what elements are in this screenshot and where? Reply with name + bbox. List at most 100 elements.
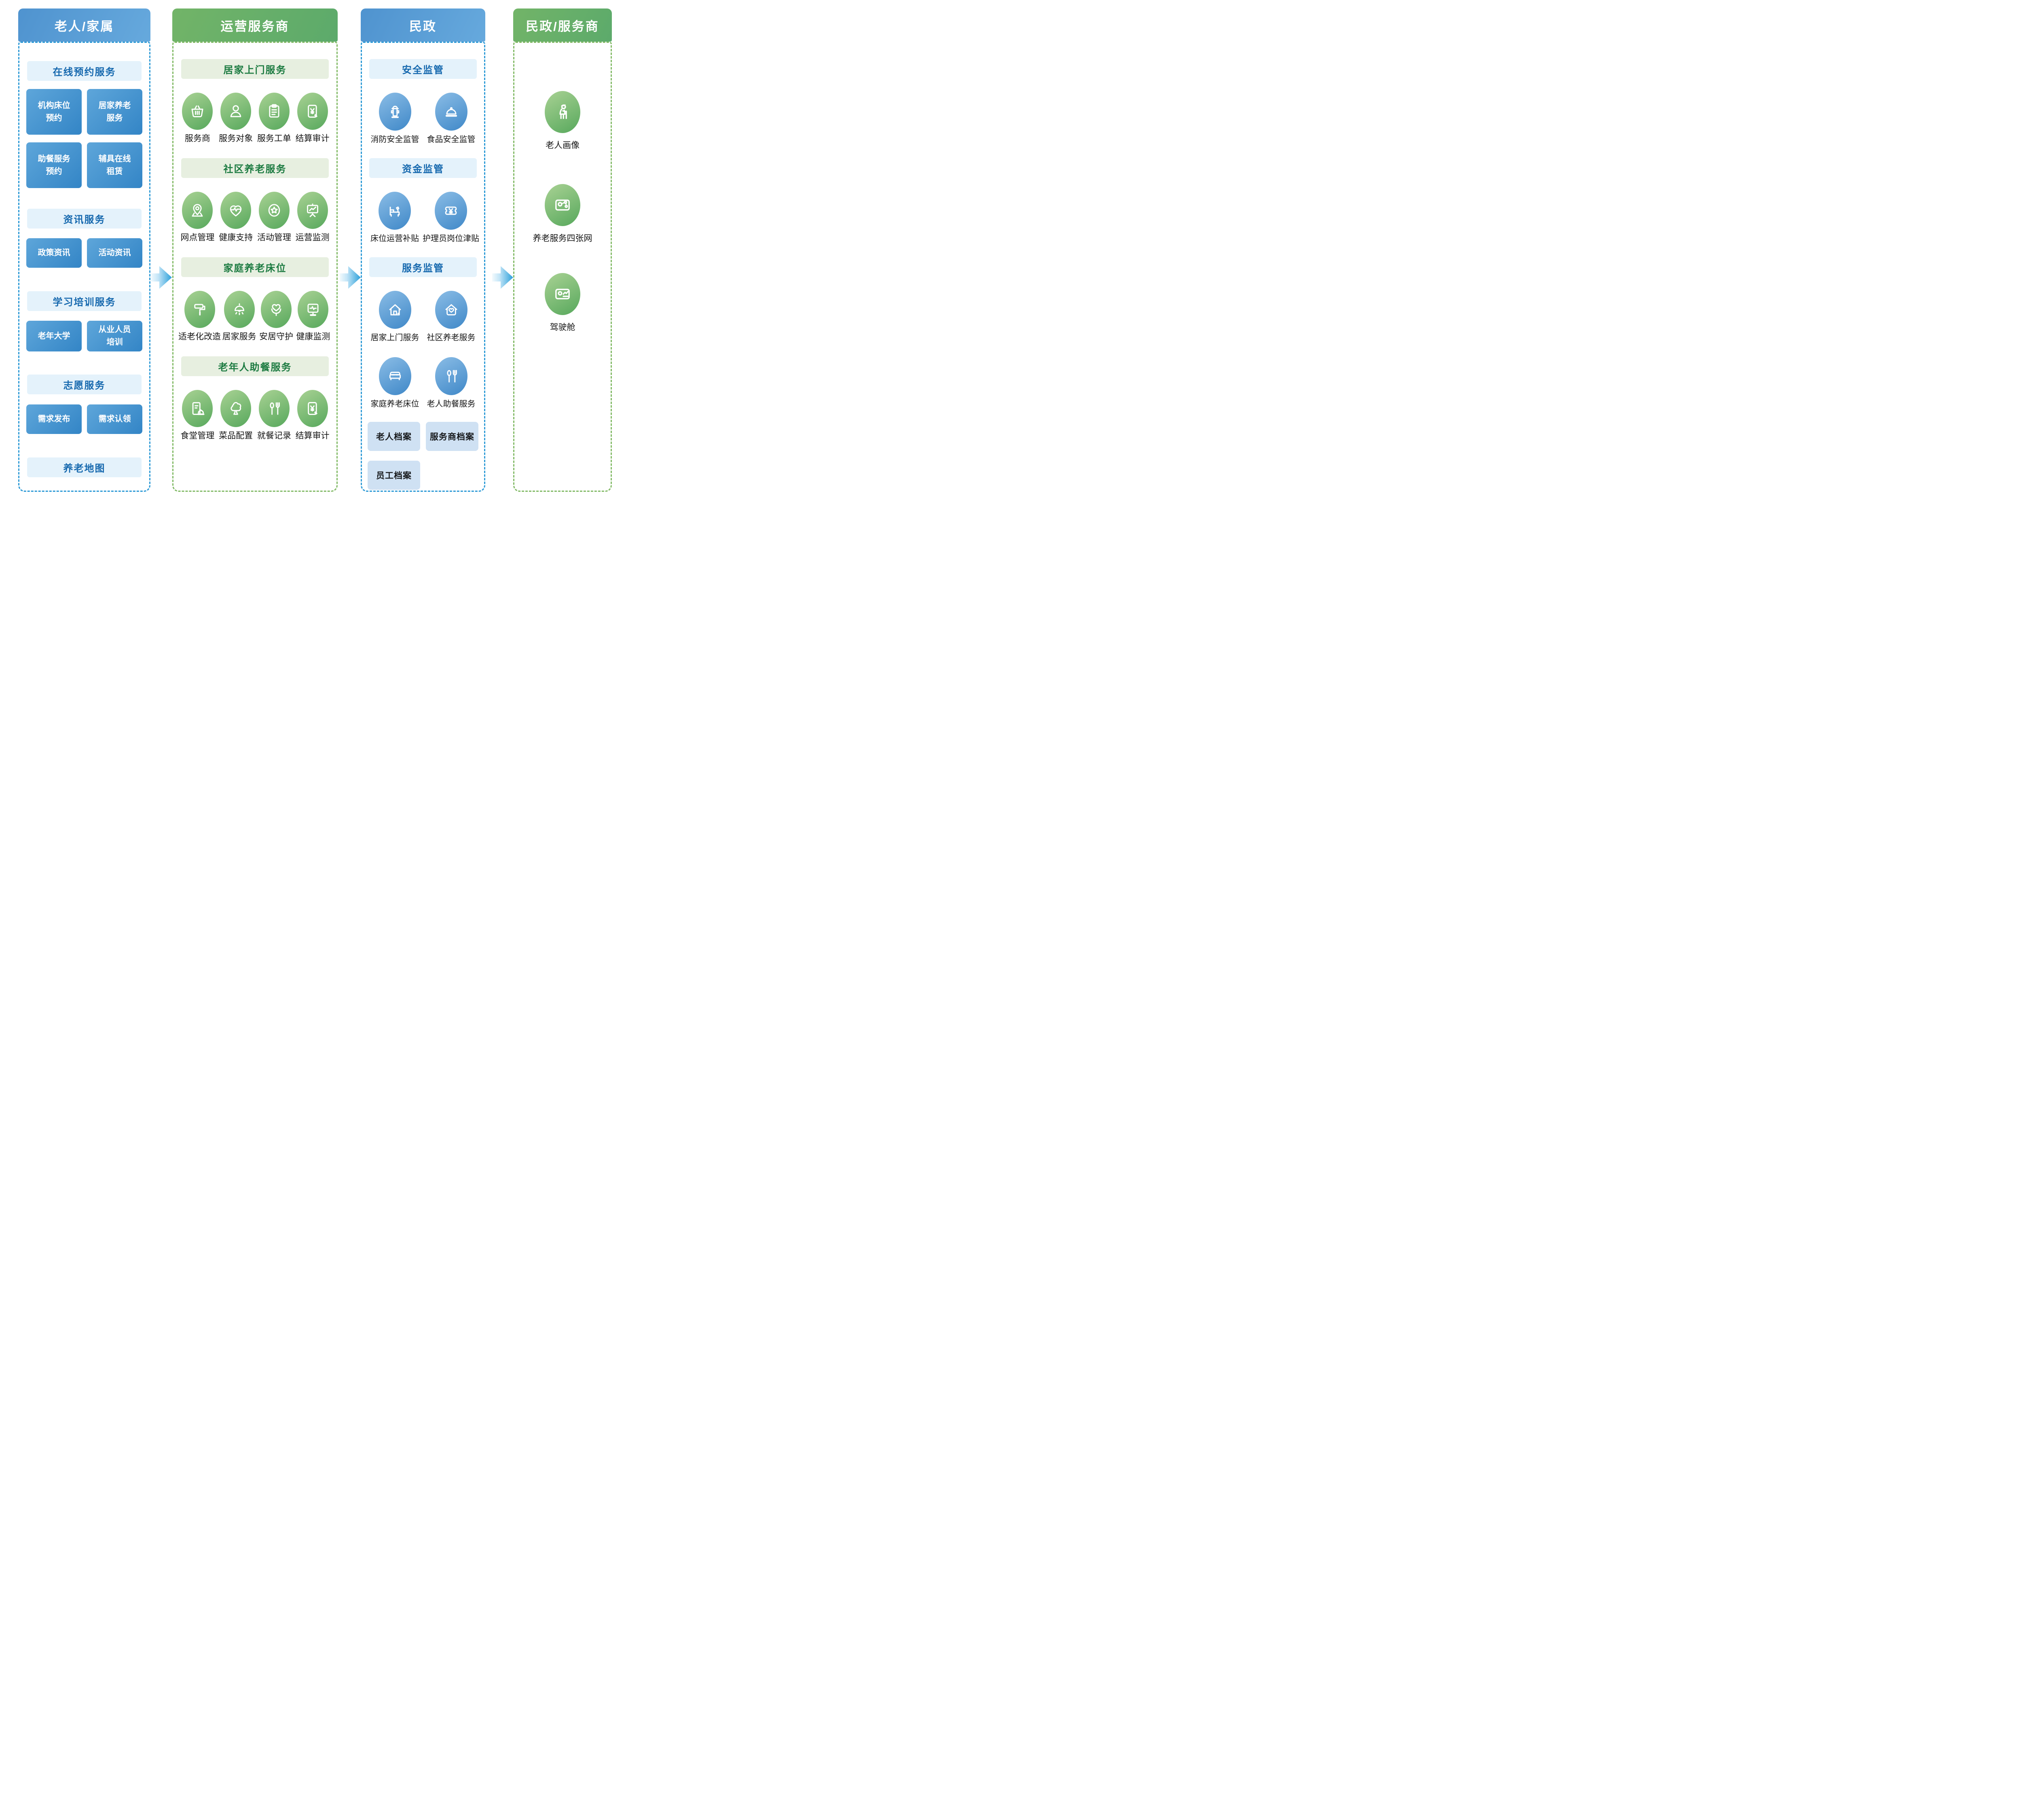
feature-item: 床位运营补贴	[367, 192, 423, 243]
feature-label: 食品安全监管	[427, 135, 476, 144]
column-civil-affairs: 民政 安全监管 消防安全监管 食品安全监管 资金监管 床位运营补贴	[361, 8, 485, 492]
feature-label: 老人画像	[546, 141, 580, 150]
icon-row: 食堂管理 菜品配置 就餐记录 结算审计	[178, 390, 332, 441]
column-panel: 在线预约服务 机构床位 预约 居家养老 服务 助餐服务 预约 辅具在线 租赁 资…	[18, 42, 150, 492]
service-box-grid: 需求发布 需求认领	[26, 404, 142, 434]
feature-item: 消防安全监管	[367, 93, 423, 144]
fire-hydrant-icon	[379, 93, 411, 131]
menu-cloche-icon	[182, 390, 213, 427]
service-box: 需求认领	[87, 404, 142, 434]
yen-audit-icon	[297, 93, 328, 130]
vegetable-icon	[220, 390, 252, 427]
archive-box: 老人档案	[368, 422, 420, 451]
feature-label: 适老化改造	[178, 332, 221, 341]
feature-label: 健康支持	[219, 233, 253, 242]
section-banner: 资金监管	[369, 158, 477, 178]
feature-item: 居家服务	[221, 291, 258, 342]
service-box-grid: 机构床位 预约 居家养老 服务 助餐服务 预约 辅具在线 租赁	[26, 89, 142, 188]
basket-icon	[182, 93, 213, 130]
service-box-grid: 政策资讯 活动资讯	[26, 238, 142, 268]
column-panel: 居家上门服务 服务商 服务对象 服务工单 结算审计	[172, 42, 338, 492]
column-civil-affairs-providers: 民政/服务商 老人画像 养老服务四张网 驾驶舱	[513, 8, 612, 492]
feature-item: 食品安全监管	[423, 93, 479, 144]
icon-row: 适老化改造 居家服务 安居守护 健康监测	[178, 291, 332, 342]
feature-label: 养老服务四张网	[533, 234, 592, 243]
feature-label: 网点管理	[180, 233, 215, 242]
feature-label: 服务商	[184, 134, 210, 143]
heart-hands-icon	[260, 291, 292, 328]
feature-label: 运营监测	[295, 233, 330, 242]
feature-item: 家庭养老床位	[367, 357, 423, 409]
feature-item: 健康支持	[217, 192, 255, 243]
column-header: 民政/服务商	[513, 8, 612, 42]
flow-arrow-right-icon	[492, 266, 513, 289]
column-panel: 安全监管 消防安全监管 食品安全监管 资金监管 床位运营补贴	[361, 42, 485, 492]
ceiling-lamp-icon	[224, 291, 255, 328]
feature-item: 健康监测	[295, 291, 332, 342]
feature-label: 驾驶舱	[550, 323, 575, 332]
service-box: 辅具在线 租赁	[87, 142, 142, 188]
elderly-person-icon	[545, 91, 580, 133]
column-title: 民政	[409, 19, 437, 34]
feature-item: 活动管理	[255, 192, 294, 243]
service-box-grid: 老年大学 从业人员 培训	[26, 321, 142, 351]
archive-box: 员工档案	[368, 461, 420, 490]
feature-label: 床位运营补贴	[370, 234, 419, 243]
section-banner: 老年人助餐服务	[181, 356, 329, 376]
column-header: 民政	[361, 8, 485, 42]
archive-box: 服务商档案	[426, 422, 478, 451]
paint-roller-icon	[184, 291, 215, 328]
icon-row: 消防安全监管 食品安全监管	[367, 93, 479, 144]
feature-item: 食堂管理	[178, 390, 217, 441]
feature-label: 结算审计	[295, 431, 330, 440]
section-banner: 在线预约服务	[27, 61, 142, 81]
house-heart-icon	[435, 291, 467, 329]
feature-item: 养老服务四张网	[533, 184, 592, 244]
feature-label: 菜品配置	[219, 431, 253, 440]
feature-label: 居家服务	[222, 332, 256, 341]
feature-item: 服务工单	[255, 93, 294, 144]
flow-arrow-right-icon	[151, 266, 172, 289]
section-banner: 社区养老服务	[181, 158, 329, 178]
icon-row: 居家上门服务 社区养老服务	[367, 291, 479, 343]
map-network-icon	[545, 184, 580, 226]
feature-label: 老人助餐服务	[427, 400, 476, 408]
dashboard-icon	[545, 273, 580, 315]
yen-audit-icon	[297, 390, 328, 427]
column-panel: 老人画像 养老服务四张网 驾驶舱	[513, 42, 612, 492]
feature-label: 护理员岗位津贴	[423, 234, 479, 243]
column-header: 老人/家属	[18, 8, 150, 42]
column-title: 运营服务商	[220, 19, 290, 34]
cutlery-icon	[258, 390, 290, 427]
feature-label: 健康监测	[296, 332, 330, 341]
feature-item: 适老化改造	[178, 291, 221, 342]
flow-arrow-right-icon	[340, 266, 361, 289]
service-box: 政策资讯	[26, 238, 82, 268]
feature-item: 老人画像	[545, 91, 580, 151]
feature-item: 老人助餐服务	[423, 357, 479, 409]
person-icon	[220, 93, 252, 130]
section-banner: 服务监管	[369, 257, 477, 277]
feature-item: 驾驶舱	[545, 273, 580, 333]
monitor-pulse-icon	[298, 291, 329, 328]
feature-label: 安居守护	[259, 332, 293, 341]
feature-item: 服务对象	[217, 93, 255, 144]
column-title: 老人/家属	[54, 19, 114, 34]
section-banner: 学习培训服务	[27, 291, 142, 311]
feature-item: 社区养老服务	[423, 291, 479, 343]
icon-row: 服务商 服务对象 服务工单 结算审计	[178, 93, 332, 144]
feature-label: 活动管理	[257, 233, 291, 242]
house-icon	[379, 291, 411, 329]
service-box: 居家养老 服务	[87, 89, 142, 135]
feature-item: 安居守护	[258, 291, 294, 342]
heart-pulse-icon	[220, 192, 252, 229]
feature-label: 食堂管理	[180, 431, 215, 440]
service-box: 需求发布	[26, 404, 82, 434]
section-banner: 养老地图	[27, 457, 142, 477]
column-header: 运营服务商	[172, 8, 338, 42]
service-box: 助餐服务 预约	[26, 142, 82, 188]
cutlery-icon	[435, 357, 467, 395]
archive-grid: 老人档案 服务商档案 员工档案	[368, 422, 478, 490]
icon-row: 网点管理 健康支持 活动管理 运营监测	[178, 192, 332, 243]
ticket-yen-icon	[435, 192, 467, 230]
